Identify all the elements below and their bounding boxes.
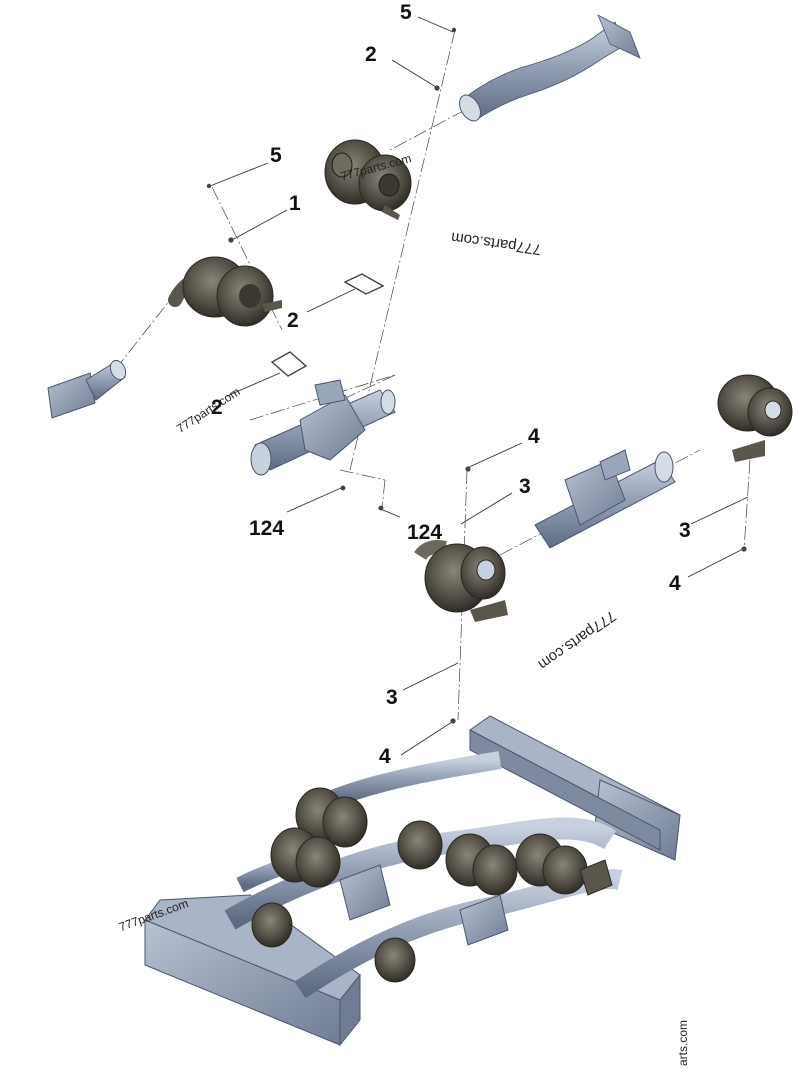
callout-number: 2 — [211, 396, 223, 419]
callout-number: 5 — [270, 144, 282, 167]
callout-number: 3 — [679, 519, 691, 542]
callout-number: 2 — [365, 43, 377, 66]
leader-line — [400, 721, 453, 756]
leader-line — [402, 662, 459, 691]
leader-line — [687, 548, 744, 578]
leader-line — [306, 288, 356, 313]
callout-number: 5 — [400, 1, 412, 24]
fasteners — [206, 27, 747, 724]
leader-line — [286, 487, 342, 513]
gasket-lower — [270, 351, 308, 377]
turbocharger-right — [717, 374, 793, 462]
leader-line — [417, 16, 454, 33]
callout-number: 124 — [249, 517, 285, 540]
callout-number: 2 — [287, 309, 299, 332]
turbocharger-center — [414, 539, 508, 622]
gasket-upper — [343, 273, 385, 295]
callout-number: 4 — [379, 745, 391, 768]
bearing-housing-right — [534, 449, 676, 549]
exhaust-elbow-top — [459, 14, 641, 122]
leader-line — [466, 442, 523, 469]
leader-line — [690, 496, 749, 525]
leader-line — [391, 59, 437, 88]
complete-assembly — [144, 715, 681, 1047]
callout-number: 4 — [669, 572, 681, 595]
leader-line — [231, 209, 288, 241]
bearing-housing-left — [250, 379, 396, 476]
turbocharger-left — [168, 256, 282, 327]
callout-number: 4 — [528, 425, 540, 448]
leader-lines — [209, 16, 749, 756]
leader-line — [226, 372, 281, 397]
callout-number: 1 — [289, 192, 301, 215]
turbocharger-top — [324, 139, 412, 220]
leader-line — [209, 162, 269, 187]
exhaust-inlet-left — [47, 359, 127, 419]
watermark: arts.com — [676, 1019, 690, 1066]
centre-lines — [114, 29, 751, 721]
callout-number: 124 — [407, 521, 443, 544]
callout-number: 3 — [519, 475, 531, 498]
callout-number: 3 — [386, 686, 398, 709]
leader-line — [460, 492, 513, 525]
